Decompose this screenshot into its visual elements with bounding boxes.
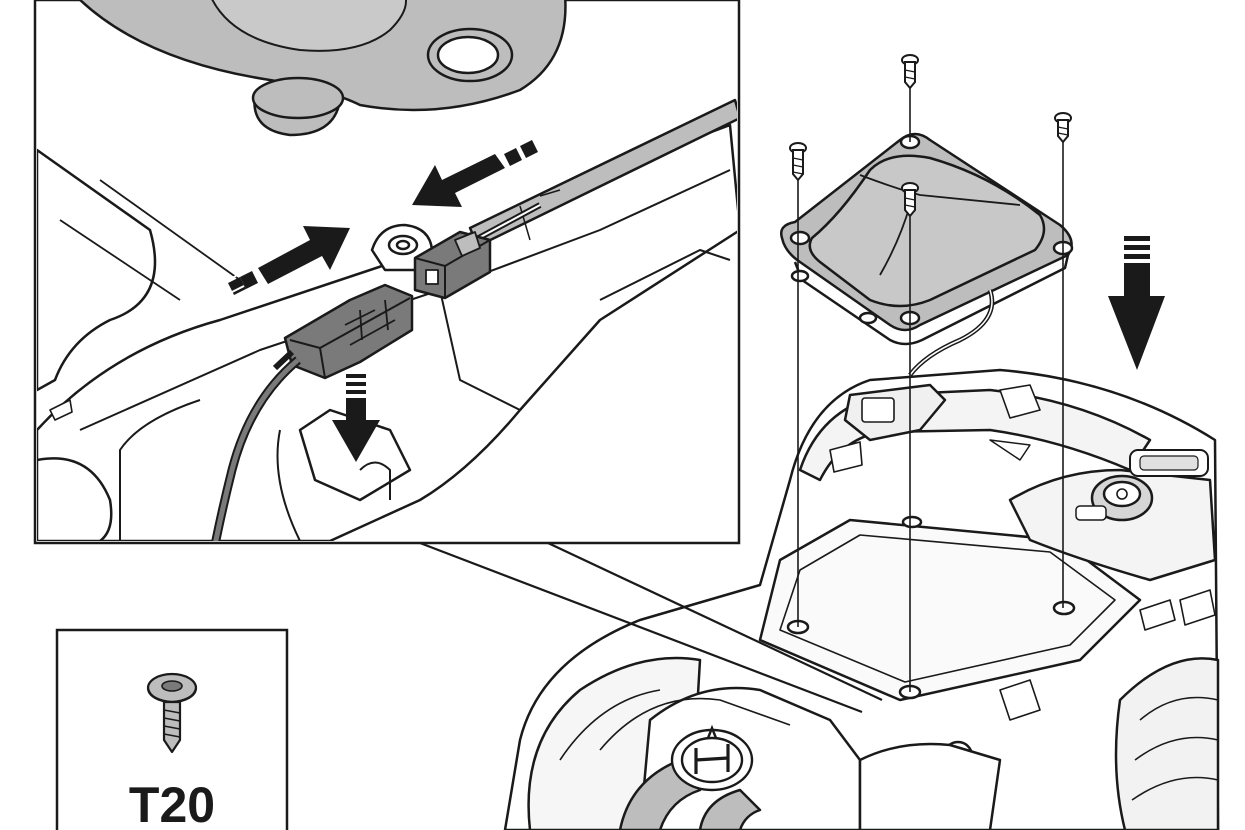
arrow-down-icon bbox=[1108, 236, 1165, 370]
torx-screw-icon bbox=[146, 672, 198, 754]
mower-body bbox=[503, 368, 1220, 830]
screw-guide-lines bbox=[797, 86, 1064, 692]
tool-box: T20 bbox=[55, 628, 289, 830]
brand-logo-icon bbox=[670, 724, 754, 792]
callout-leader bbox=[419, 541, 883, 714]
detail-view bbox=[33, 0, 741, 545]
tool-size-label: T20 bbox=[129, 777, 215, 830]
pull-arrow bbox=[412, 140, 538, 207]
screw-3 bbox=[1054, 112, 1072, 144]
screw-4 bbox=[901, 182, 919, 218]
arrow-left-icon bbox=[412, 140, 538, 207]
screw-1 bbox=[789, 142, 807, 182]
arrow-down-icon bbox=[332, 374, 380, 462]
cover-plate bbox=[780, 132, 1074, 346]
screw-2 bbox=[901, 54, 919, 90]
arrow-right-icon bbox=[225, 226, 350, 295]
push-arrow bbox=[225, 226, 350, 295]
press-arrow bbox=[332, 374, 380, 462]
